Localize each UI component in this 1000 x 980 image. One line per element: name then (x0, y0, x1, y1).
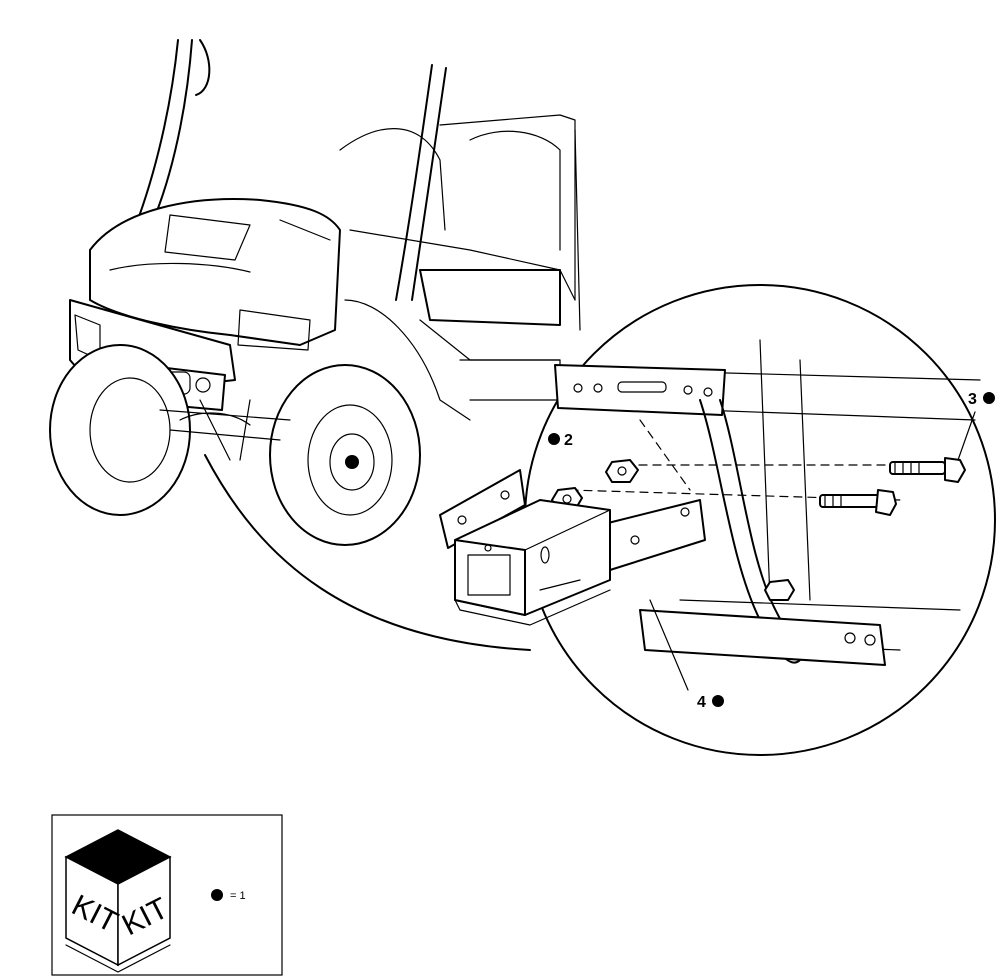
bolt-lower (819, 489, 897, 516)
legend-dot (211, 889, 223, 901)
bolt-3 (889, 457, 966, 483)
callout-2-label: 2 (564, 432, 573, 449)
detail-leader-line (204, 454, 531, 651)
kit-dot-3 (983, 392, 995, 404)
callout-3: 3 (968, 391, 995, 408)
kit-dot-2 (548, 433, 560, 445)
callout-3-label: 3 (968, 391, 977, 408)
left-front-wheel (49, 344, 191, 516)
kit-dot-4 (712, 695, 724, 707)
hitch-receiver-4 (439, 469, 706, 626)
detail-view (524, 284, 996, 756)
right-front-wheel (269, 364, 421, 546)
kit-legend: KIT KIT = 1 (51, 814, 283, 976)
legend-equals: = 1 (230, 890, 246, 902)
leader-4 (649, 599, 689, 691)
callout-2: 2 (548, 432, 573, 449)
nut-2 (605, 459, 639, 483)
callout-4: 4 (697, 694, 724, 711)
utility-vehicle (49, 39, 581, 546)
kit-box-icon: KIT KIT (64, 829, 173, 973)
callout-4-label: 4 (697, 694, 706, 711)
leader-3 (957, 411, 976, 461)
